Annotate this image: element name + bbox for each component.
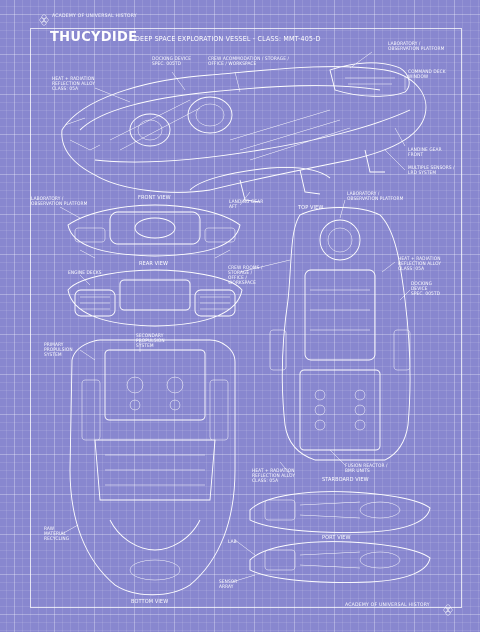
label-crew-accommodation-top: CREW ACOMMODATION / STORAGE / OFFICE / W… (208, 57, 290, 67)
front-view-drawing (67, 204, 241, 259)
label-landing-gear-aft: LANDING GEAR AFT (229, 200, 264, 210)
top-view-title: TOP VIEW (298, 205, 324, 211)
main-ship-drawing (61, 62, 427, 203)
label-docking-device-top: DOCKING DEVICE SPEC. 005TD (152, 57, 192, 67)
top-view-drawing (269, 207, 411, 461)
rear-view-drawing (67, 269, 243, 327)
label-raw-material: RAW MATERIAL RECYCLING (44, 527, 70, 542)
starboard-view-title: STARBOARD VIEW (322, 477, 369, 483)
label-lab: LAB (228, 540, 237, 545)
rear-view-title: REAR VIEW (139, 261, 169, 267)
label-docking-device-right: DOCKING DEVICE SPEC. 005TD (411, 282, 441, 297)
label-crew-rooms: CREW ROOMS / STORAGE / OFFICE / WORKSPAC… (228, 266, 263, 286)
label-sensor-array: SENSOR ARRAY (219, 580, 238, 590)
label-secondary-propulsion: SECONDARY PROPULSION SYSTEM (136, 334, 165, 349)
label-primary-propulsion: PRIMARY PROPULSION SYSTEM (44, 343, 73, 358)
academy-name-top: ACADEMY OF UNIVERSAL HISTORY (52, 14, 137, 19)
port-view-title: PORT VIEW (322, 535, 351, 541)
ship-title: THUCYDIDE (50, 30, 138, 45)
label-engine-decks: ENGINE DECKS (68, 271, 102, 276)
label-lab-observation-top: LABORATORY / OBSERVATION PLATFORM (388, 42, 445, 52)
label-sensors: MULTIPLE SENSORS / LRD SYSTEM (408, 166, 455, 176)
label-heat-radiation-right: HEAT + RADIATION REFLECTION ALLOY CLASS:… (398, 257, 442, 272)
label-lab-observation-right: LABORATORY / OBSERVATION PLATFORM (347, 192, 404, 202)
label-heat-radiation-top: HEAT + RADIATION REFLECTION ALLOY CLASS:… (52, 77, 96, 92)
bottom-view-drawing (69, 339, 236, 596)
label-landing-gear-front: LANDINE GEAR FRONT (408, 148, 442, 158)
label-lab-observation-left: LABORATORY / OBSERVATION PLATFORM (31, 197, 88, 207)
ship-subtitle: DEEP SPACE EXPLORATION VESSEL - CLASS: M… (135, 35, 321, 43)
academy-name-bottom: ACADEMY OF UNIVERSAL HISTORY (345, 603, 430, 608)
starboard-view-drawing (249, 491, 431, 533)
label-heat-radiation-bottom: HEAT + RADIATION REFLECTION ALLOY CLASS:… (252, 469, 296, 484)
atom-logo-icon (39, 14, 49, 26)
blueprint-frame (30, 28, 462, 608)
port-view-drawing (249, 541, 431, 583)
label-command-deck: COMMAND DECK WINDOW (408, 70, 446, 80)
label-fusion-reactor: FUSION REACTOR / BMR UNITS (345, 464, 388, 474)
atom-logo-icon (443, 604, 453, 616)
leader-lines (59, 51, 411, 583)
front-view-title: FRONT VIEW (138, 195, 171, 201)
bottom-view-title: BOTTOM VIEW (131, 599, 169, 605)
